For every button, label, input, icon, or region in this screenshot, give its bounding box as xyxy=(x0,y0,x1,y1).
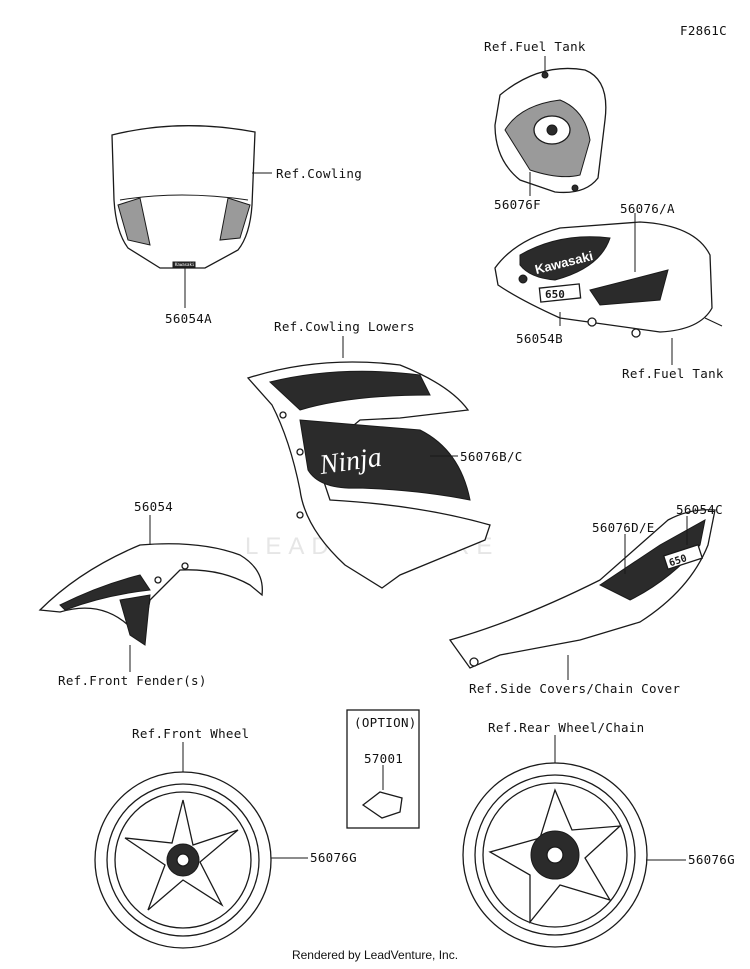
windshield-logo-text: Kawasaki xyxy=(175,262,195,267)
label-56054[interactable]: 56054 xyxy=(134,499,174,514)
fuel-tank-top-drawing[interactable] xyxy=(494,56,607,196)
cowling-lower-drawing[interactable]: Ninja xyxy=(246,336,491,589)
label-56054A[interactable]: 56054A xyxy=(165,311,212,326)
label-56054C[interactable]: 56054C xyxy=(676,502,723,517)
label-ref-cowling-lowers: Ref.Cowling Lowers xyxy=(274,319,415,334)
label-56054B[interactable]: 56054B xyxy=(516,331,563,346)
label-56076G-front[interactable]: 56076G xyxy=(310,850,357,865)
label-ref-rear-wheel: Ref.Rear Wheel/Chain xyxy=(488,720,645,735)
label-57001[interactable]: 57001 xyxy=(364,751,404,766)
front-wheel-drawing[interactable] xyxy=(94,742,308,949)
diagram-id: F2861C xyxy=(680,23,727,38)
label-ref-fuel-tank-top: Ref.Fuel Tank xyxy=(484,39,586,54)
side-model-text: 650 xyxy=(668,553,689,569)
side-cover-drawing[interactable]: 650 xyxy=(448,509,716,680)
label-56076DE[interactable]: 56076D/E xyxy=(592,520,655,535)
fuel-tank-side-drawing[interactable]: Kawasaki 650 xyxy=(494,213,723,365)
tank-model-text: 650 xyxy=(545,288,565,301)
label-ref-fuel-tank-bottom: Ref.Fuel Tank xyxy=(622,366,724,381)
front-fender-drawing[interactable] xyxy=(38,515,263,672)
footer-credit: Rendered by LeadVenture, Inc. xyxy=(291,948,459,962)
label-ref-front-wheel: Ref.Front Wheel xyxy=(132,726,250,741)
label-56076BC[interactable]: 56076B/C xyxy=(460,449,523,464)
label-56076F[interactable]: 56076F xyxy=(494,197,541,212)
label-56076G-rear[interactable]: 56076G xyxy=(688,852,735,867)
rear-wheel-drawing[interactable] xyxy=(462,735,686,948)
label-ref-front-fender: Ref.Front Fender(s) xyxy=(58,673,207,688)
label-option: (OPTION) xyxy=(354,715,417,730)
label-56076A[interactable]: 56076/A xyxy=(620,201,675,216)
label-ref-cowling: Ref.Cowling xyxy=(276,166,363,181)
option-box[interactable] xyxy=(346,709,420,829)
windshield-drawing[interactable]: Kawasaki xyxy=(111,125,272,308)
label-ref-side-covers: Ref.Side Covers/Chain Cover xyxy=(469,681,681,696)
